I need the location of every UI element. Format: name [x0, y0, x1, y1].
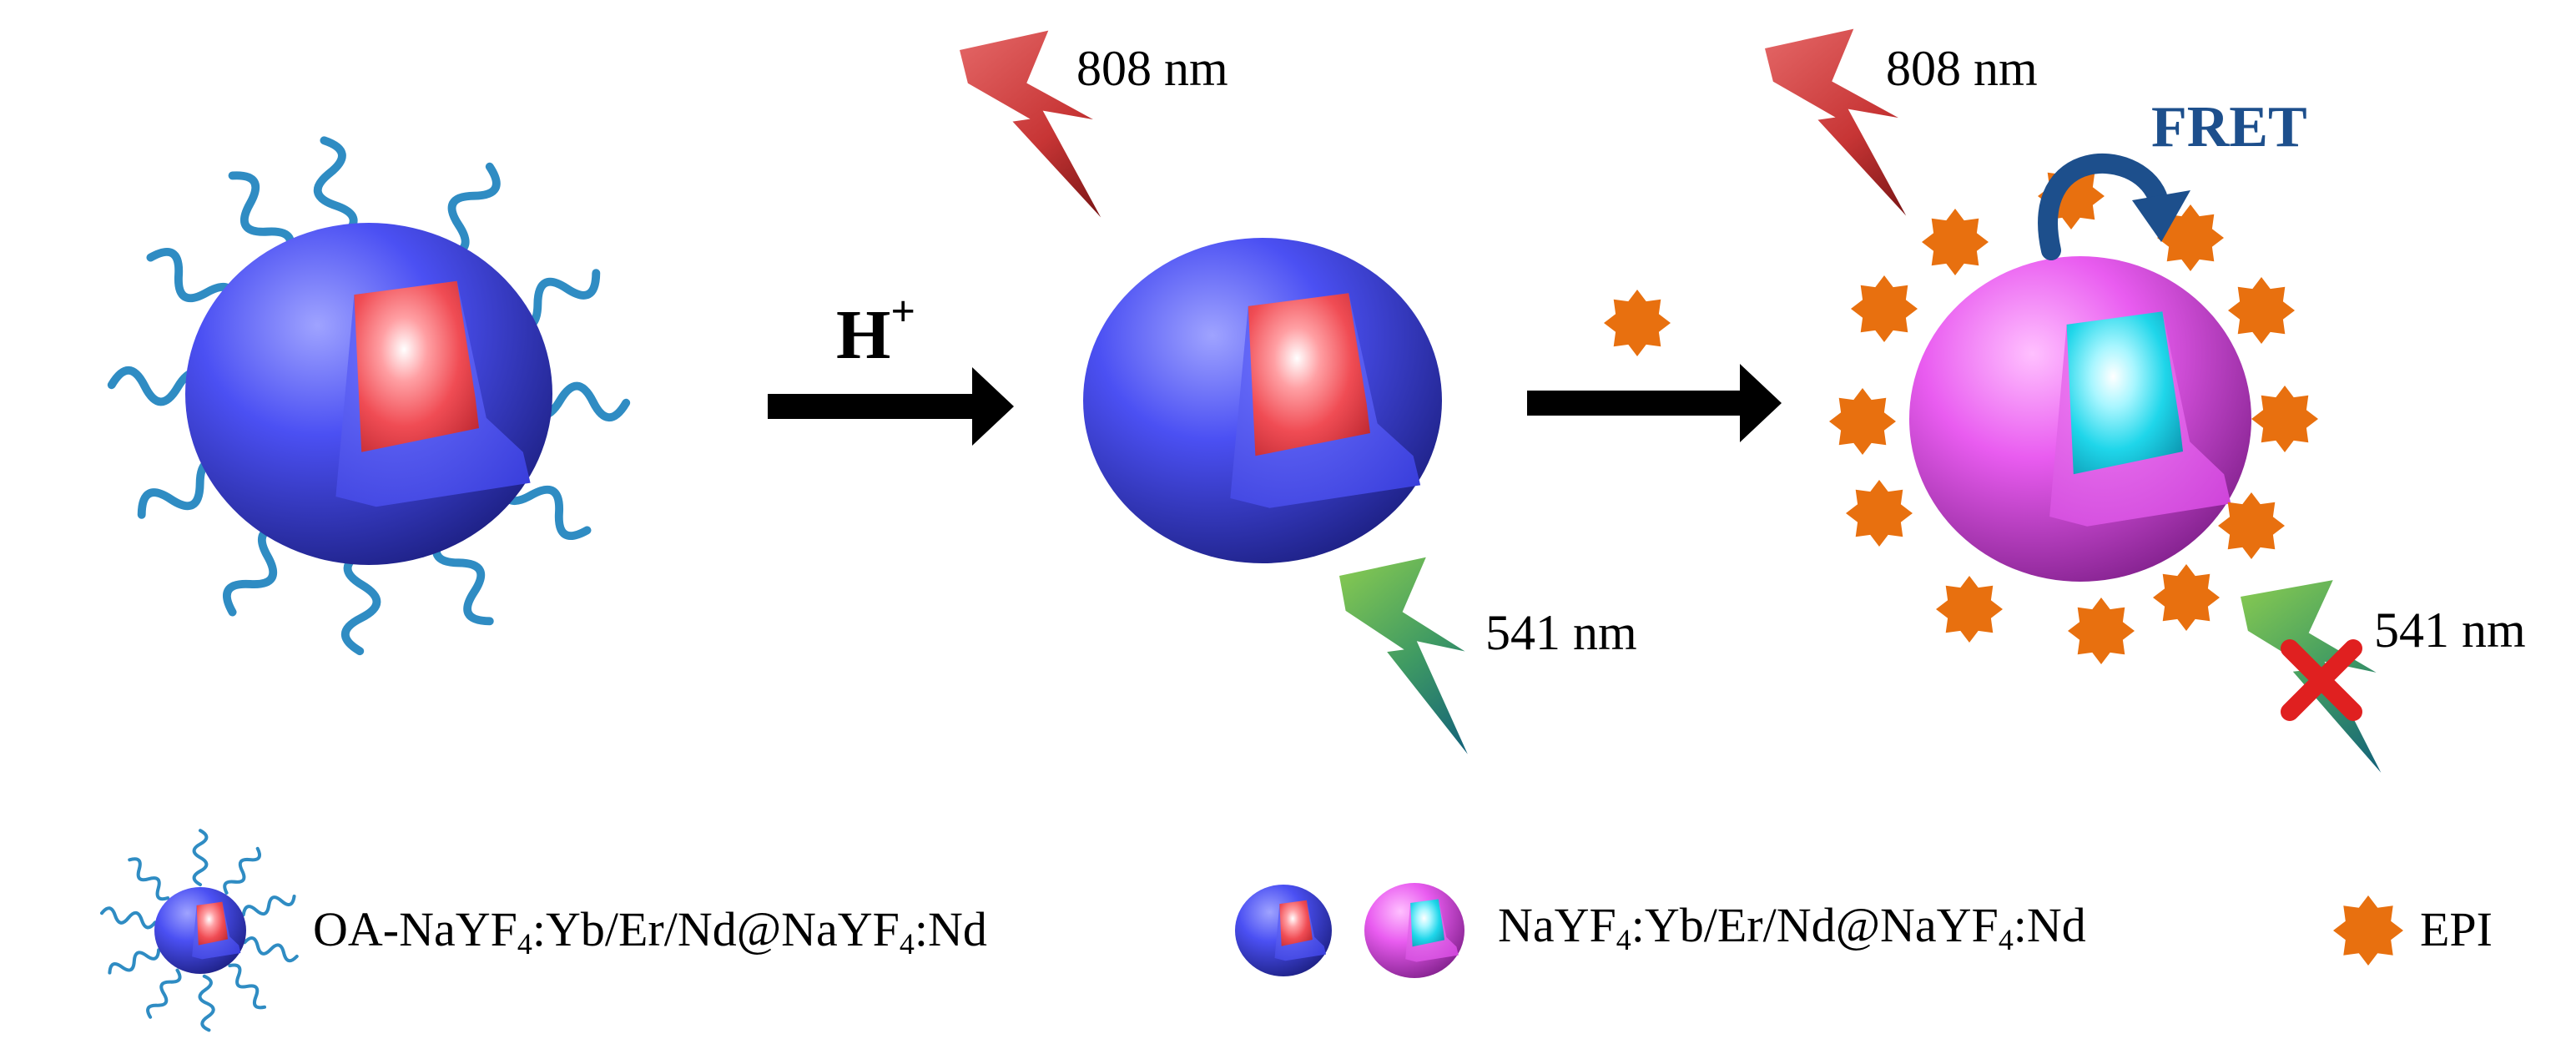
legend-epi-icon — [2333, 895, 2403, 966]
excitation-label-2: 808 nm — [1886, 41, 2038, 96]
acid-symbol: H — [836, 296, 891, 374]
legend-oa-nanoparticle-icon — [154, 887, 246, 974]
fret-label: FRET — [2151, 95, 2307, 159]
emission-label-2: 541 nm — [2374, 603, 2526, 658]
emission-label-1: 541 nm — [1485, 605, 1637, 660]
legend-item-oa-nanoparticle: OA-NaYF4:Yb/Er/Nd@NaYF4:Nd — [313, 902, 987, 961]
emission-541-icon-1 — [1313, 542, 1500, 754]
excitation-label-1: 808 nm — [1076, 41, 1228, 96]
oa-capped-nanoparticle — [185, 223, 552, 565]
binding-arrow — [1527, 364, 1782, 442]
epi-molecule-icon — [1604, 290, 1671, 356]
acid-charge: + — [890, 287, 916, 335]
quenched-cross-icon — [2281, 639, 2362, 721]
acid-arrow — [768, 367, 1014, 446]
legend-blue-nanoparticle-icon — [1235, 885, 1332, 976]
legend-item-nanoparticle: NaYF4:Yb/Er/Nd@NaYF4:Nd — [1498, 898, 2086, 957]
fret-arrow — [2038, 154, 2190, 260]
acid-label: H+ — [836, 290, 915, 371]
legend-magenta-nanoparticle-icon — [1364, 883, 1464, 978]
legend-item-epi: EPI — [2420, 902, 2493, 956]
ligand-free-nanoparticle — [1083, 238, 1442, 563]
epi-bound-nanoparticle — [1909, 256, 2251, 582]
